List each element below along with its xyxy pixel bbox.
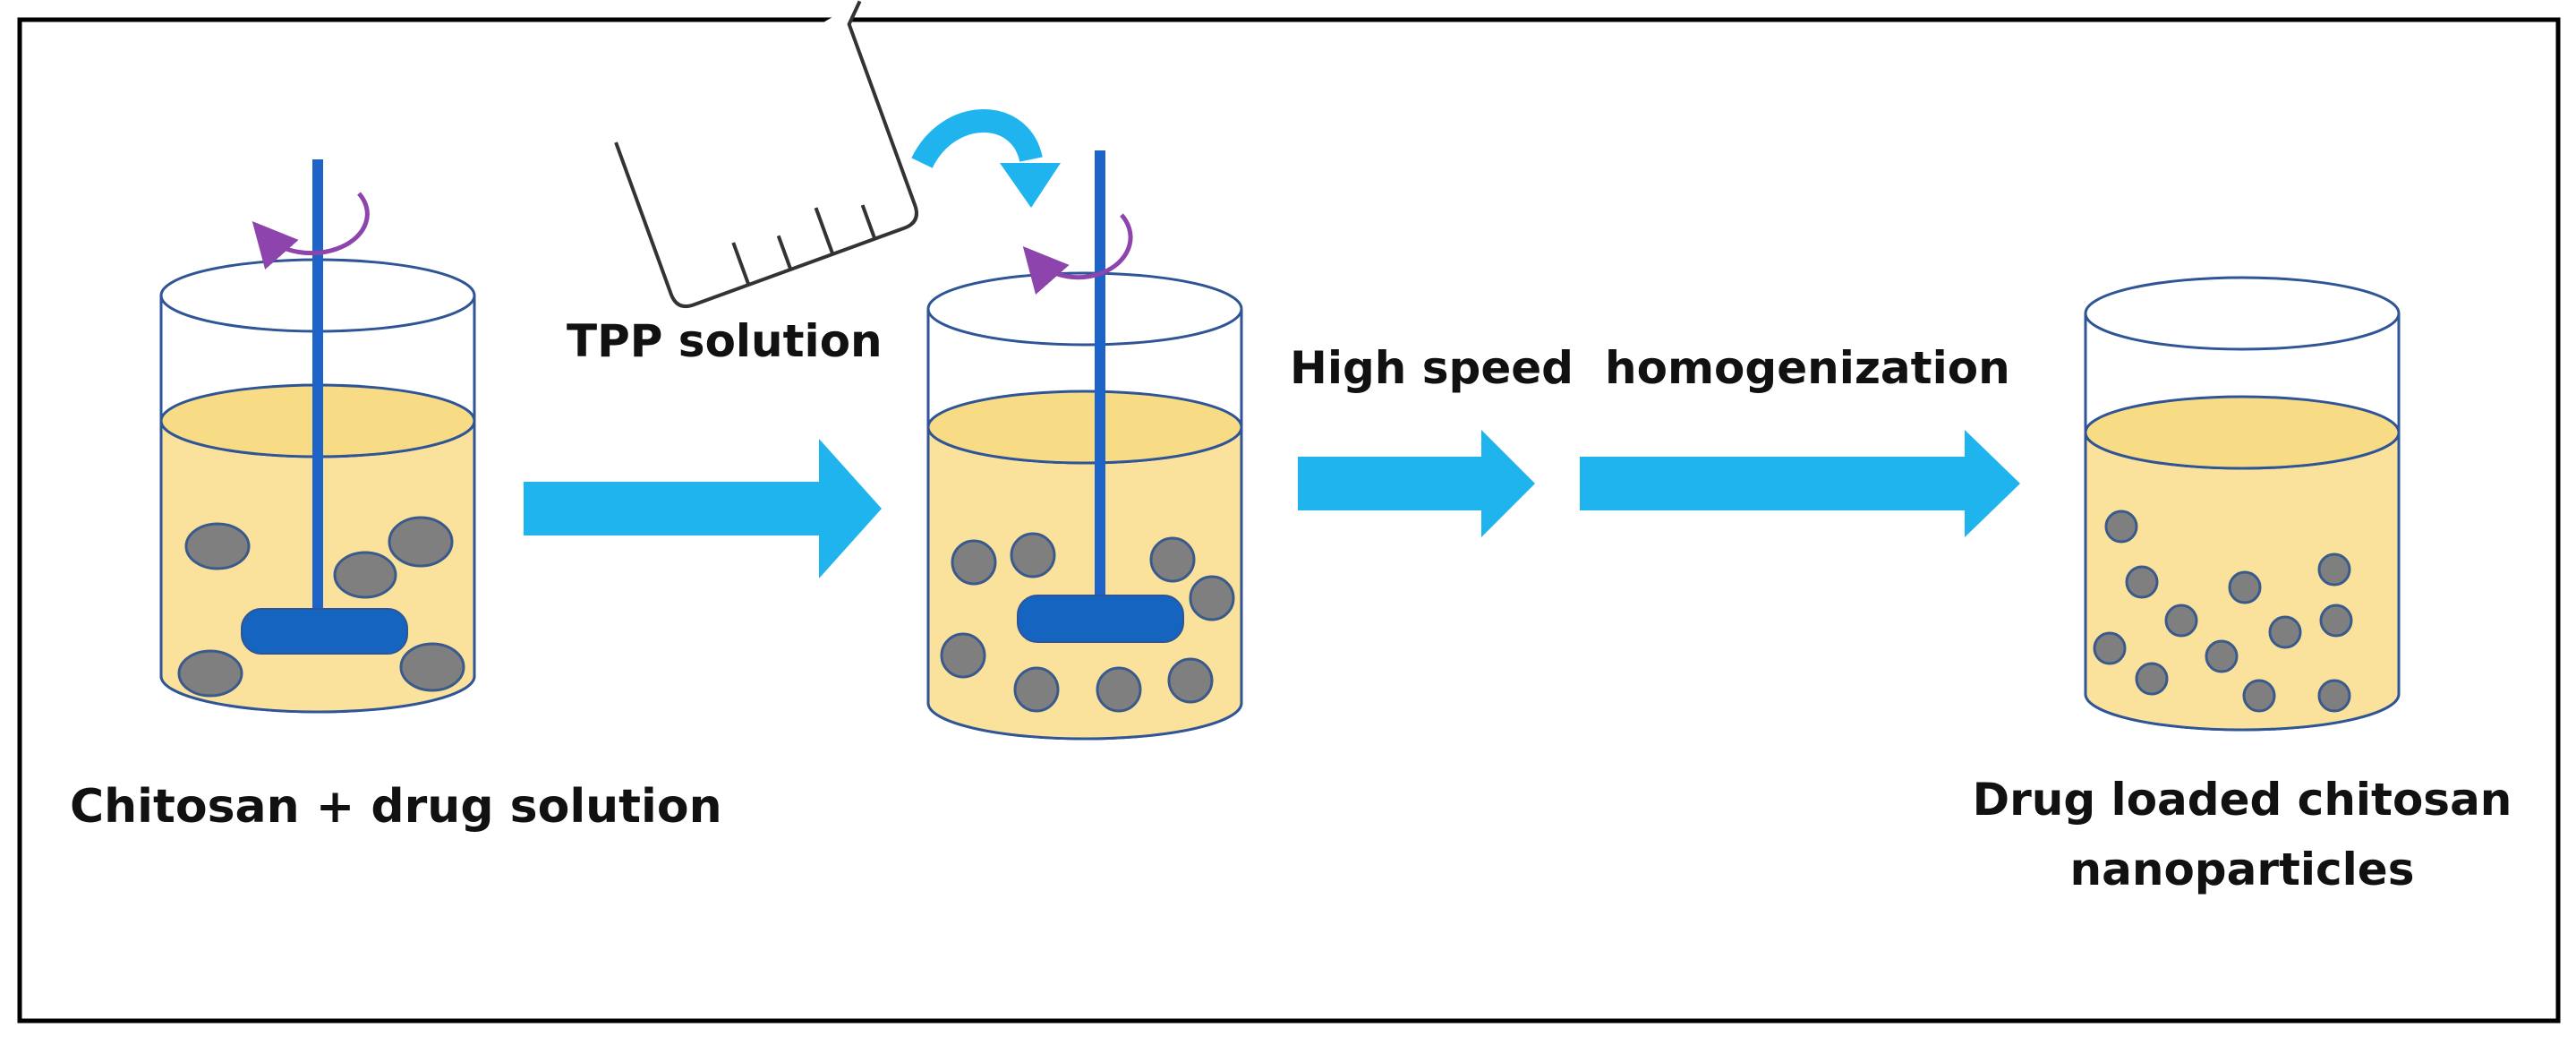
rotation-arrow-icon [1022, 213, 1133, 296]
process-arrow-1 [524, 439, 882, 578]
drug-particles [940, 532, 1235, 713]
measuring-beaker-icon [614, 0, 918, 309]
liquid-surface [926, 390, 1243, 465]
stirrer-rod-icon [312, 159, 323, 634]
nanoparticles [2093, 510, 2353, 713]
label-product-line2: nanoparticles [2070, 844, 2415, 895]
rotation-arrow-icon [252, 192, 370, 270]
beaker-chitosan-drug [159, 159, 476, 714]
label-high-speed: High speed [1290, 342, 1574, 394]
stirrer-paddle [1017, 595, 1184, 643]
beaker-rim [2084, 276, 2401, 351]
stirrer-rod-icon [1095, 150, 1105, 616]
label-tpp-solution: TPP solution [567, 315, 883, 367]
stirrer-paddle [241, 608, 408, 655]
label-homogenization: homogenization [1605, 342, 2010, 394]
beaker-rim [926, 271, 1243, 347]
diagram-frame [17, 17, 2561, 1024]
drug-particles [177, 516, 465, 698]
label-chitosan-drug: Chitosan + drug solution [70, 780, 722, 834]
label-product-line1: Drug loaded chitosan [1973, 774, 2512, 826]
process-arrow-2 [1298, 430, 1535, 537]
beaker-tpp-mixing [926, 150, 1243, 741]
beaker-nanoparticles [2084, 276, 2401, 732]
curved-arrow-icon [911, 109, 1061, 208]
process-arrow-3 [1580, 430, 2020, 537]
liquid-surface [2084, 395, 2401, 470]
